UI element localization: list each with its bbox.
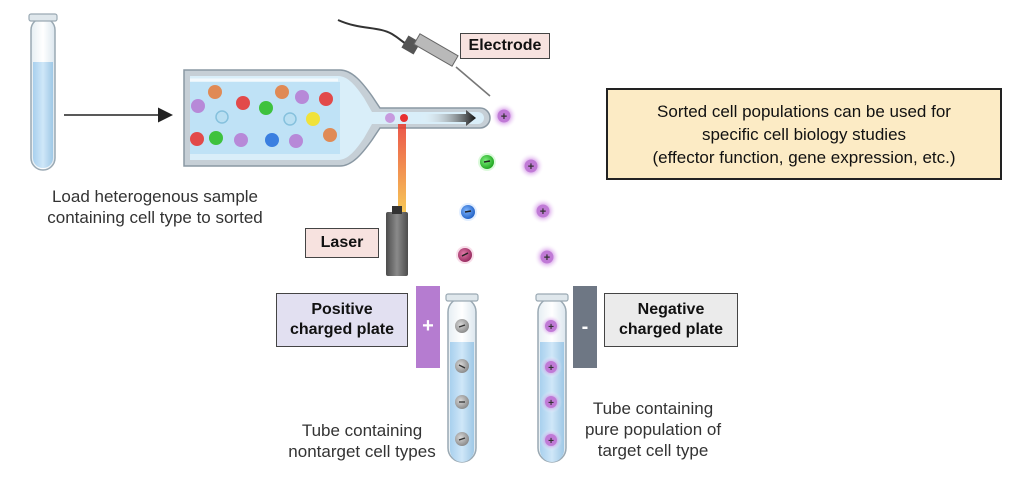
- nontarget-caption-line2: nontarget cell types: [288, 442, 436, 461]
- flow-arrow: [420, 110, 476, 126]
- positive-droplets: + + + +: [491, 103, 560, 270]
- electrode-label-text: Electrode: [468, 37, 542, 54]
- target-caption-line2: pure population of: [584, 420, 722, 439]
- nontarget-tube-caption: Tube containing nontarget cell types: [262, 420, 462, 462]
- positive-sign: +: [422, 315, 434, 337]
- positive-plate: [416, 286, 440, 368]
- note-line2: specific cell biology studies: [701, 124, 907, 144]
- laser: [386, 124, 408, 276]
- negative-plate-label-line2: charged plate: [618, 321, 724, 338]
- svg-text:+: +: [548, 436, 554, 447]
- positive-plate-label-line1: Positive: [311, 301, 373, 318]
- applications-note: Sorted cell populations can be used for …: [606, 88, 1002, 180]
- laser-label-text: Laser: [320, 234, 364, 251]
- note-line1: Sorted cell populations can be used for: [657, 101, 951, 121]
- svg-text:+: +: [528, 161, 534, 173]
- svg-text:+: +: [548, 322, 554, 333]
- nontarget-tube: [445, 293, 479, 463]
- target-tube: + + + +: [535, 293, 569, 463]
- flow-chamber: [183, 69, 491, 167]
- electrode: [337, 19, 491, 97]
- electrode-label: Electrode: [460, 33, 550, 59]
- note-line3: (effector function, gene expression, etc…: [652, 147, 956, 167]
- positive-plate-label: Positive charged plate: [276, 293, 408, 347]
- laser-label: Laser: [305, 228, 379, 258]
- nontarget-caption-line1: Tube containing: [301, 421, 423, 440]
- load-sample-caption: Load heterogenous sample containing cell…: [30, 186, 280, 228]
- negative-plate-label-line1: Negative: [637, 301, 705, 318]
- target-caption-line1: Tube containing: [592, 399, 714, 418]
- negative-plate-label: Negative charged plate: [604, 293, 738, 347]
- svg-text:+: +: [540, 206, 546, 218]
- negative-plate: [573, 286, 597, 368]
- chamber-cells: [190, 85, 408, 148]
- load-sample-line2: containing cell type to sorted: [47, 208, 263, 227]
- target-tube-caption: Tube containing pure population of targe…: [573, 398, 733, 461]
- positive-plate-label-line2: charged plate: [289, 321, 395, 338]
- target-caption-line3: target cell type: [597, 441, 709, 460]
- load-sample-line1: Load heterogenous sample: [51, 187, 259, 206]
- sample-tube: [28, 13, 58, 171]
- svg-text:+: +: [548, 398, 554, 409]
- negative-sign: -: [582, 316, 589, 338]
- negative-droplets: [456, 153, 496, 264]
- svg-text:+: +: [501, 111, 507, 123]
- svg-text:+: +: [544, 252, 550, 264]
- svg-text:+: +: [548, 363, 554, 374]
